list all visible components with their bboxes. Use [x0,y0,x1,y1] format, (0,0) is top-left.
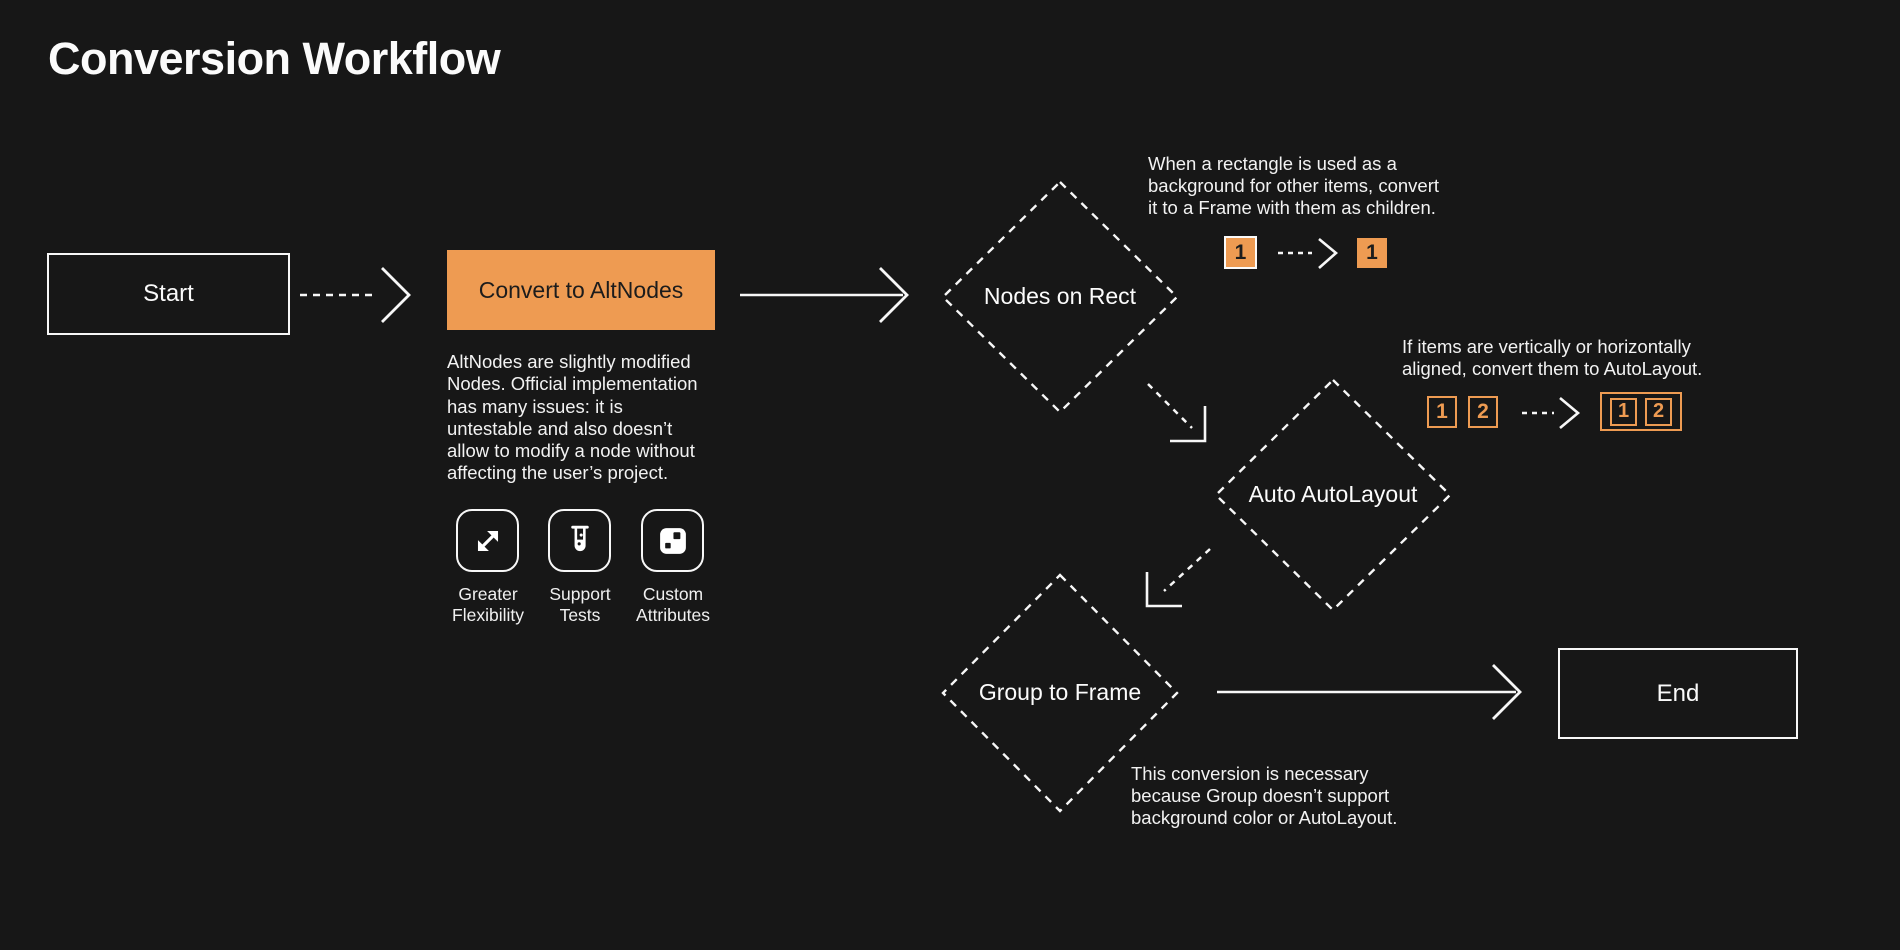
example-autolayout-before-1: 1 [1427,396,1457,428]
arrow-autolayout-to-group-shaft [1163,548,1211,592]
feature-support-tests [548,509,611,572]
arrow-rect-to-autolayout-shaft [1147,383,1193,429]
feature-label-support-tests: Support Tests [549,584,611,625]
flow-node-group-to-frame: Group to Frame [978,679,1142,705]
feature-greater-flexibility [456,509,519,572]
annotation-autolayout: If items are vertically or horizontally … [1402,336,1703,379]
flow-node-auto-autolayout: Auto AutoLayout [1248,481,1418,507]
test-tube-icon [570,525,589,551]
expand-icon [477,530,498,551]
altnodes-description: AltNodes are slightly modified Nodes. Of… [447,351,698,484]
example-autolayout-after-group: 1 2 [1600,392,1682,431]
example-autolayout-after-1: 1 [1610,397,1637,426]
end-label: End [1656,679,1700,707]
annotation-group-to-frame: This conversion is necessary because Gro… [1131,763,1398,828]
example-rect-after: 1 [1357,238,1387,268]
annotation-rect-to-frame: When a rectangle is used as a background… [1148,153,1440,218]
page-title: Conversion Workflow [48,33,501,84]
feature-custom-attributes [641,509,704,572]
flow-node-nodes-on-rect: Nodes on Rect [983,283,1137,309]
example-autolayout-before-2: 2 [1468,396,1498,428]
arrow-group-to-end-head [1492,664,1522,720]
feature-label-custom-attributes: Custom Attributes [636,584,710,625]
feature-label-greater-flexibility: Greater Flexibility [452,584,524,625]
arrow-autolayout-to-group-head [1145,572,1182,608]
flow-node-end: End [1558,648,1798,739]
arrow-rect-to-autolayout-head [1170,406,1207,443]
arrow-rect-example-head [1318,237,1339,269]
convert-label: Convert to AltNodes [478,276,684,303]
arrow-autolayout-example-head [1559,397,1581,429]
flow-node-start: Start [47,253,290,335]
attributes-icon [659,527,686,554]
example-autolayout-after-2: 2 [1645,397,1672,426]
start-label: Start [143,280,194,307]
arrow-convert-to-rect-head [879,267,909,323]
example-rect-before: 1 [1224,236,1257,269]
arrow-start-to-convert-head [381,267,411,323]
flow-node-convert-to-altnodes: Convert to AltNodes [447,250,715,330]
